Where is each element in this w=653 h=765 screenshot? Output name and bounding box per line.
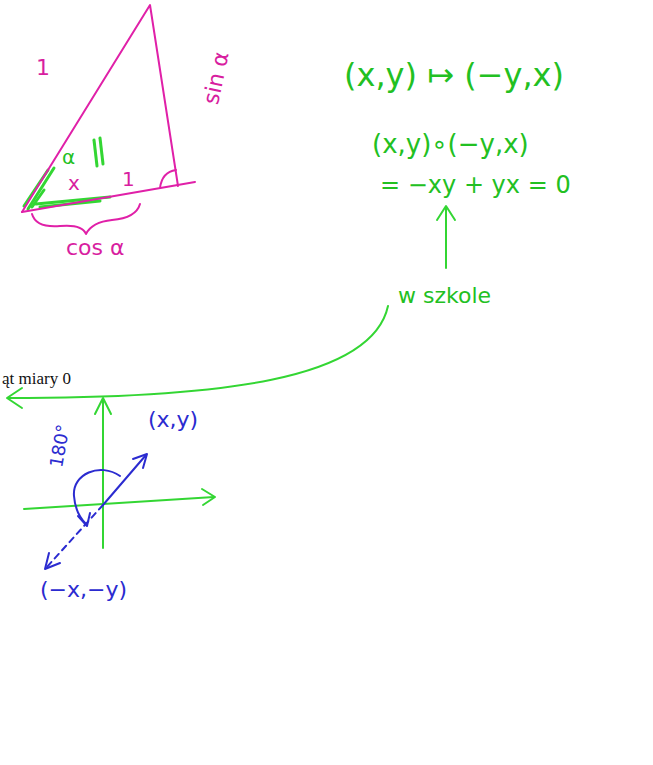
point-label: (x,y) — [148, 408, 198, 432]
formula: (x,y)∘(−y,x) — [372, 130, 529, 159]
axes — [24, 398, 215, 548]
right-angle-mark — [160, 170, 176, 188]
arrow-head — [133, 454, 147, 468]
angle-label: 180° — [46, 423, 73, 469]
point-label: (−x,−y) — [40, 578, 127, 602]
triangle-sides — [22, 5, 178, 212]
angle-name: α — [62, 146, 75, 168]
curved-arrow — [7, 306, 388, 408]
triangle-base — [22, 182, 195, 212]
brace — [32, 204, 140, 234]
arrow-head — [78, 513, 90, 526]
vector-dashed — [46, 505, 103, 568]
side-length: 1 — [36, 56, 50, 80]
formula: (x,y) ↦ (−y,x) — [344, 58, 564, 93]
hatch-stroke — [94, 140, 97, 166]
side-label: x — [68, 172, 80, 194]
note-text: ąt miary 0 — [2, 370, 71, 389]
vectors — [45, 454, 147, 569]
side-label: sin α — [199, 50, 234, 107]
triangle — [22, 5, 195, 234]
up-arrow — [437, 206, 455, 268]
side-label: cos α — [66, 236, 125, 260]
side-length: 1 — [122, 168, 135, 190]
formula: = −xy + yx = 0 — [380, 172, 571, 198]
arrow-head — [45, 553, 60, 569]
note-text: w szkole — [398, 284, 491, 308]
hatch-stroke — [100, 138, 103, 164]
vector — [103, 455, 146, 505]
rotation-arc — [74, 470, 120, 524]
